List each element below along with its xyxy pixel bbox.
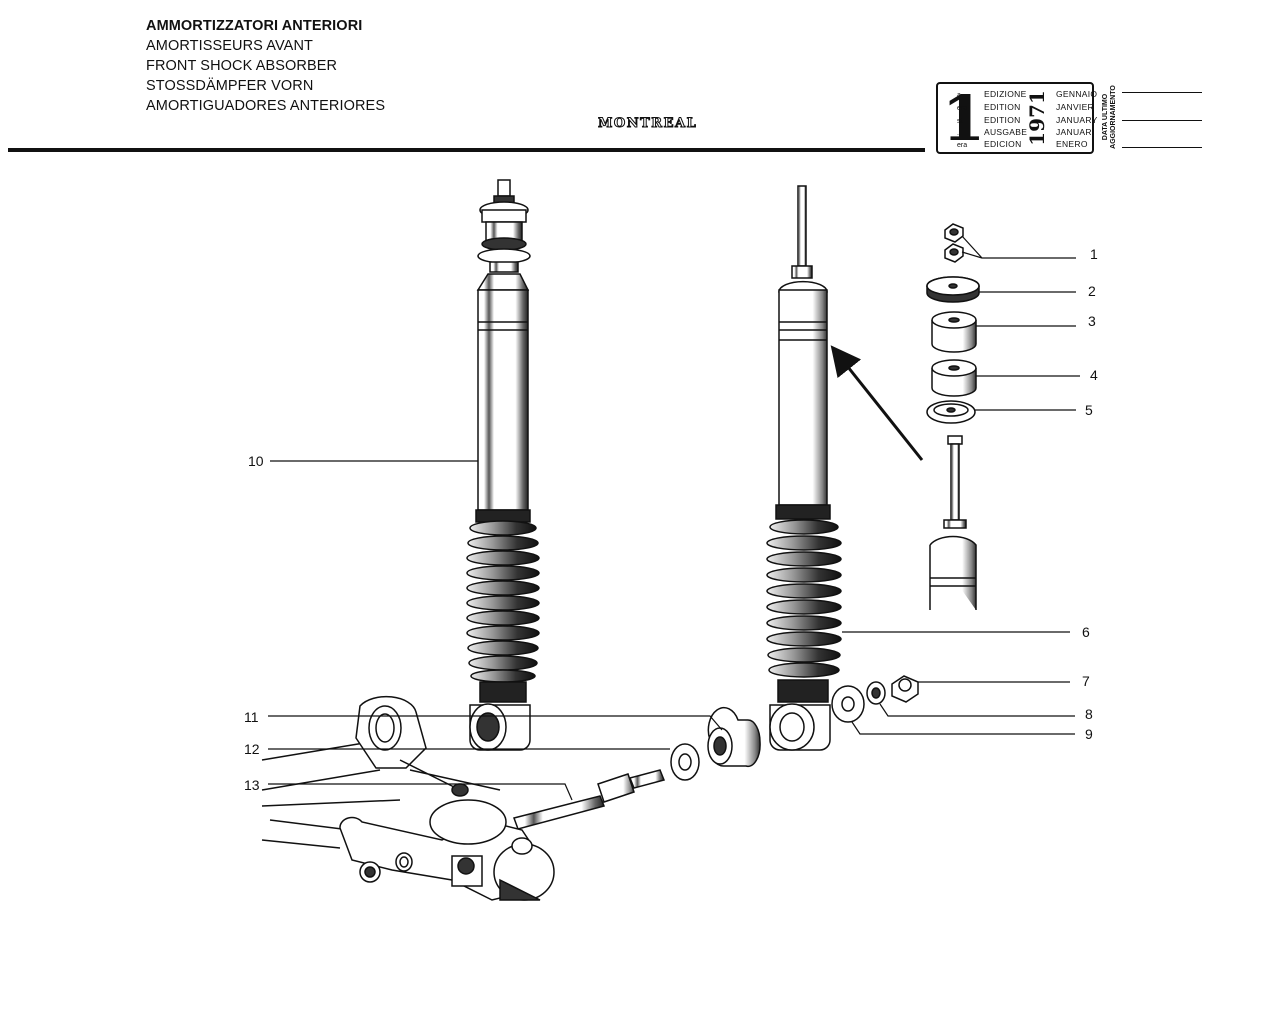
edition-suffix: st xyxy=(957,118,963,125)
left-shock-absorber xyxy=(466,179,540,751)
title-german: STOSSDÄMPFER VORN xyxy=(146,78,314,94)
edition-suffix: a xyxy=(957,92,961,99)
suspension-arm-frame xyxy=(261,695,555,901)
edition-month: GENNAIO xyxy=(1056,89,1098,99)
edition-month: JANVIER xyxy=(1056,102,1094,112)
edition-label: EDITION xyxy=(984,115,1021,125)
callout-1: 1 xyxy=(1090,246,1098,262)
update-line xyxy=(1122,120,1202,121)
brand-logo: MONTREAL xyxy=(597,116,698,132)
title-french: AMORTISSEURS AVANT xyxy=(146,38,313,54)
top-mount-kit xyxy=(926,223,980,424)
edition-suffix: . xyxy=(957,130,959,137)
edition-month: ENERO xyxy=(1056,139,1088,149)
callout-2: 2 xyxy=(1088,283,1096,299)
left-dust-boot xyxy=(466,520,540,683)
callout-4: 4 xyxy=(1090,367,1098,383)
title-italian: AMMORTIZZATORI ANTERIORI xyxy=(146,18,363,34)
title-spanish: AMORTIGUADORES ANTERIORES xyxy=(146,98,386,114)
edition-label: EDITION xyxy=(984,102,1021,112)
callout-13: 13 xyxy=(244,777,260,793)
right-dust-boot xyxy=(766,519,842,678)
right-shock-absorber xyxy=(766,185,842,751)
callout-7: 7 xyxy=(1082,673,1090,689)
edition-number: 1 xyxy=(942,82,986,155)
edition-month: JANUAR xyxy=(1056,127,1092,137)
edition-suffix: ere xyxy=(957,105,968,112)
title-block: AMMORTIZZATORI ANTERIORI AMORTISSEURS AV… xyxy=(146,16,385,116)
callout-8: 8 xyxy=(1085,706,1093,722)
callout-11: 11 xyxy=(244,709,259,725)
rod-detail-view xyxy=(929,435,977,610)
edition-month: JANUARY xyxy=(1056,115,1098,125)
lower-bushing-and-bolt xyxy=(513,706,761,830)
update-line xyxy=(1122,92,1202,93)
callout-10: 10 xyxy=(248,453,264,469)
title-english: FRONT SHOCK ABSORBER xyxy=(146,58,338,74)
leader-lines xyxy=(268,235,1080,801)
edition-label: EDIZIONE xyxy=(984,89,1027,99)
callout-3: 3 xyxy=(1088,313,1096,329)
callout-6: 6 xyxy=(1082,624,1090,640)
edition-label: AUSGABE xyxy=(984,127,1028,137)
edition-box: 1 a ere st . era EDIZIONE EDITION EDITIO… xyxy=(936,82,1098,155)
lower-mount-hardware xyxy=(831,675,919,723)
edition-suffix: era xyxy=(957,142,968,149)
callout-9: 9 xyxy=(1085,726,1093,742)
header-rule xyxy=(8,148,925,152)
callout-5: 5 xyxy=(1085,402,1093,418)
edition-label: EDICION xyxy=(984,139,1022,149)
update-line xyxy=(1122,147,1202,148)
callout-12: 12 xyxy=(244,741,260,757)
